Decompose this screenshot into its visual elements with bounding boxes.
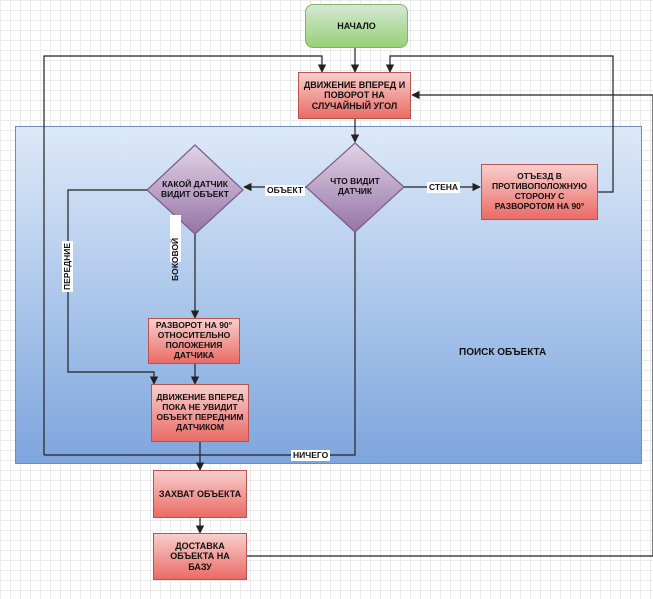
capture-text: ЗАХВАТ ОБЪЕКТА (158, 488, 242, 499)
which-sensor-text-wrap: КАКОЙ ДАТЧИК ВИДИТ ОБЪЕКТ (157, 175, 233, 205)
edge-label-nothing: НИЧЕГО (291, 450, 331, 461)
deliver-text: ДОСТАВКА ОБЪЕКТА НА БАЗУ (170, 540, 230, 572)
edge-label-side-text: БОКОВОЙ (170, 237, 180, 281)
what-sees-text: ЧТО ВИДИТ ДАТЧИК (330, 176, 380, 196)
which-sensor-text: КАКОЙ ДАТЧИК ВИДИТ ОБЪЕКТ (160, 179, 230, 199)
retreat-node: ОТЪЕЗД В ПРОТИВОПОЛОЖНУЮ СТОРОНУ С РАЗВО… (481, 164, 598, 220)
move-until-front-text: ДВИЖЕНИЕ ВПЕРЕД ПОКА НЕ УВИДИТ ОБЪЕКТ ПЕ… (156, 392, 244, 432)
edge-label-side: БОКОВОЙ (170, 214, 181, 281)
move-forward-turn-node: ДВИЖЕНИЕ ВПЕРЕД И ПОВОРОТ НА СЛУЧАЙНЫЙ У… (298, 72, 411, 119)
edge-retreat-loop (385, 55, 614, 193)
edge-label-object: ОБЪЕКТ (265, 185, 306, 196)
edge-deliver-loop (247, 90, 653, 557)
edge-nothing (44, 232, 356, 456)
edge-front (67, 189, 159, 385)
capture-node: ЗАХВАТ ОБЪЕКТА (153, 470, 247, 518)
deliver-node: ДОСТАВКА ОБЪЕКТА НА БАЗУ (153, 533, 247, 580)
start-node-text: НАЧАЛО (337, 20, 376, 31)
start-node: НАЧАЛО (305, 4, 408, 48)
turn-90-text: РАЗВОРОТ НА 90° ОТНОСИТЕЛЬНО ПОЛОЖЕНИЯ Д… (155, 320, 233, 360)
move-forward-turn-text: ДВИЖЕНИЕ ВПЕРЕД И ПОВОРОТ НА СЛУЧАЙНЫЙ У… (303, 79, 406, 111)
retreat-text: ОТЪЕЗД В ПРОТИВОПОЛОЖНУЮ СТОРОНУ С РАЗВО… (492, 171, 587, 211)
edge-label-front: ПЕРЕДНИЕ (62, 240, 73, 292)
edge-label-front-text: ПЕРЕДНИЕ (62, 242, 72, 290)
turn-90-node: РАЗВОРОТ НА 90° ОТНОСИТЕЛЬНО ПОЛОЖЕНИЯ Д… (148, 318, 240, 364)
move-until-front-node: ДВИЖЕНИЕ ВПЕРЕД ПОКА НЕ УВИДИТ ОБЪЕКТ ПЕ… (151, 384, 249, 442)
edge-label-wall: СТЕНА (427, 182, 461, 193)
edge-nothing-loop (43, 55, 327, 455)
search-object-group-label: ПОИСК ОБЪЕКТА (459, 347, 547, 358)
what-sees-text-wrap: ЧТО ВИДИТ ДАТЧИК (318, 172, 392, 202)
